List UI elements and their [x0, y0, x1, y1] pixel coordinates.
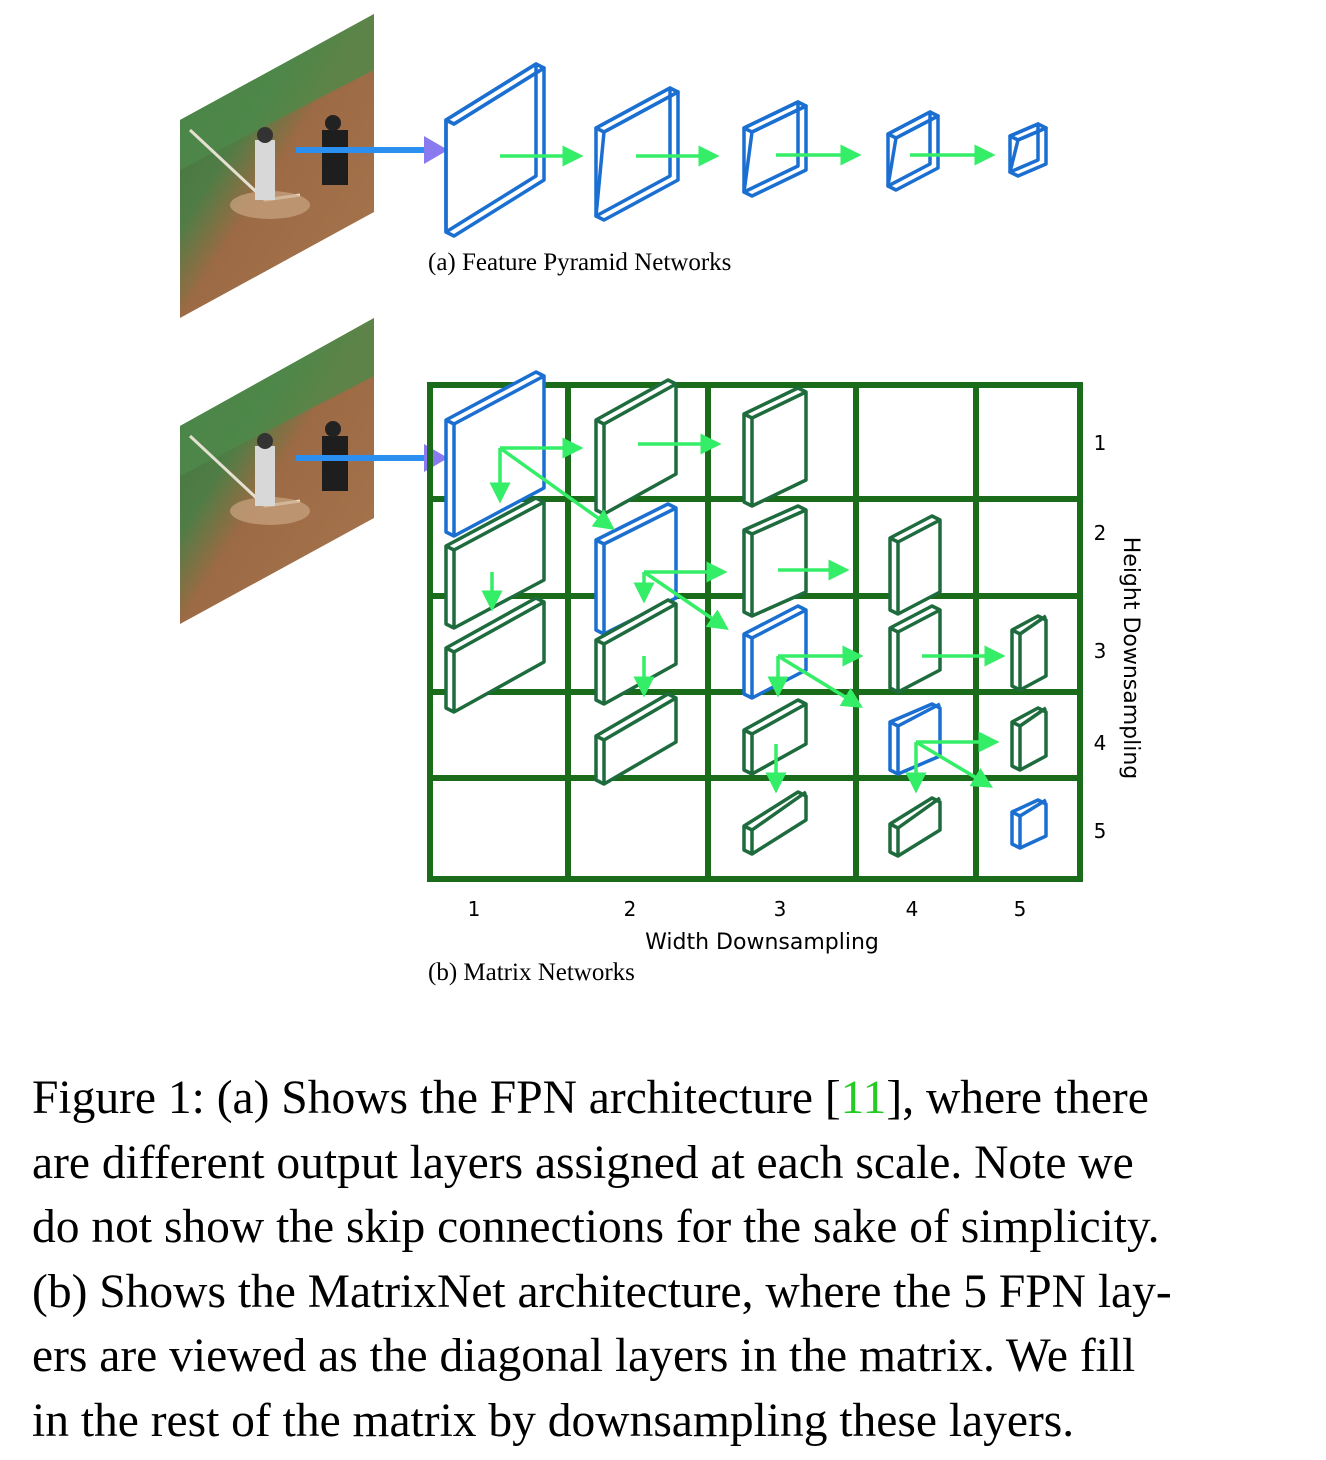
fpn-layer-4 — [886, 110, 940, 192]
fpn-layer-1 — [444, 62, 546, 238]
fpn-layers — [444, 62, 1048, 238]
fpn-layer-5 — [1008, 122, 1048, 178]
citation-link[interactable]: 11 — [840, 1072, 887, 1124]
col-tick-labels: 1 2 3 4 5 — [468, 897, 1027, 921]
caption-line: do not show the skip connections for the… — [32, 1201, 1160, 1253]
layer-4-5 — [1010, 706, 1048, 772]
fpn-arrows — [500, 144, 996, 167]
layer-3-5 — [1010, 614, 1048, 692]
layer-3-1 — [444, 596, 546, 714]
row-tick: 1 — [1094, 431, 1107, 455]
layer-4-2 — [594, 692, 678, 786]
input-arrow-head-a — [424, 136, 448, 164]
layer-3-2 — [594, 598, 678, 706]
caption-line: ers are viewed as the diagonal layers in… — [32, 1330, 1136, 1382]
row-tick: 2 — [1094, 521, 1107, 545]
baseball-input-photo-a — [180, 14, 374, 318]
panel-a-caption: (a) Feature Pyramid Networks — [428, 249, 731, 276]
layer-2-2-diagonal — [594, 502, 678, 636]
col-tick: 5 — [1014, 897, 1027, 921]
layer-5-3 — [742, 790, 808, 856]
caption-line: are different output layers assigned at … — [32, 1136, 1134, 1189]
matrix-downsampling-arrows — [481, 433, 1006, 794]
matrix-layers — [444, 370, 1048, 858]
col-tick: 1 — [468, 897, 481, 921]
col-tick: 2 — [624, 897, 637, 921]
layer-5-4 — [888, 796, 942, 858]
layer-3-3-diagonal — [742, 604, 808, 700]
layer-2-3 — [742, 504, 808, 618]
layer-4-3 — [742, 698, 808, 776]
caption-text: ], where there — [886, 1072, 1149, 1124]
caption-line: in the rest of the matrix by downsamplin… — [32, 1394, 1075, 1447]
layer-1-2 — [594, 378, 678, 516]
caption-line: Figure 1: (a) Shows the FPN architecture… — [32, 1066, 1294, 1131]
layer-3-4 — [888, 604, 942, 694]
col-tick: 4 — [906, 897, 919, 921]
row-tick: 5 — [1094, 819, 1107, 843]
baseball-input-photo-b — [180, 318, 374, 624]
layer-1-1-diagonal — [444, 370, 546, 538]
row-tick: 3 — [1094, 639, 1107, 663]
layer-1-3 — [742, 386, 808, 508]
figure-caption: Figure 1: (a) Shows the FPN architecture… — [32, 1066, 1294, 1453]
layer-5-5-diagonal — [1010, 798, 1048, 850]
row-tick-labels: 1 2 3 4 5 — [1094, 431, 1107, 843]
col-tick: 3 — [774, 897, 787, 921]
x-axis-label: Width Downsampling — [645, 930, 879, 955]
caption-line: (b) Shows the MatrixNet architecture, wh… — [32, 1265, 1172, 1318]
layer-2-4 — [888, 514, 942, 616]
row-tick: 4 — [1094, 731, 1107, 755]
figure-1-diagram: (a) Feature Pyramid Networks — [180, 14, 1143, 986]
layer-2-1 — [444, 496, 546, 630]
caption-text: Figure 1: (a) Shows the FPN architecture… — [32, 1072, 841, 1124]
fpn-layer-2 — [594, 86, 680, 222]
y-axis-label: Height Downsampling — [1118, 537, 1143, 780]
panel-b-caption: (b) Matrix Networks — [428, 959, 635, 986]
fpn-layer-3 — [742, 100, 808, 198]
